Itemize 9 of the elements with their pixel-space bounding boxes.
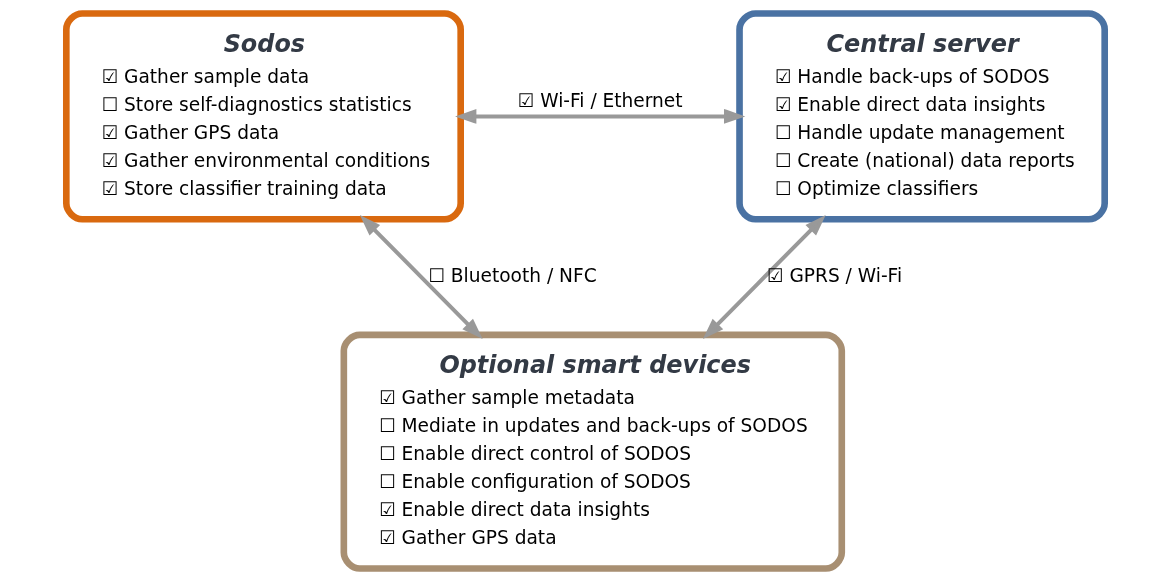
arrow [454,108,745,124]
edge-label: ☐ Bluetooth / NFC [427,264,597,286]
edge-label: ☑ Wi-Fi / Ethernet [517,90,683,112]
node-box: Sodos ☑ Gather sample data ☐ Store self-diagnostics statistics ☑ Gather GPS data ☑ Gather environmental conditions ☑ Store classifier training data [62,10,464,223]
node-box: Optional smart devices ☑ Gather sample metadata ☐ Mediate in updates and back-ups of SODOS ☐ Enable direct control of SODOS ☐ Enable configuration of SODOS ☑ Enable direct data insights ☑ Gather GPS data [340,331,845,572]
node-box: Central server ☑ Handle back-ups of SODOS ☑ Enable direct data insights ☐ Handle update management ☐ Create (national) data reports ☐ Optimize classifiers [735,10,1108,223]
arrow [702,215,826,340]
edge-label: ☑ GPRS / Wi-Fi [766,264,902,286]
arrow [359,215,483,340]
